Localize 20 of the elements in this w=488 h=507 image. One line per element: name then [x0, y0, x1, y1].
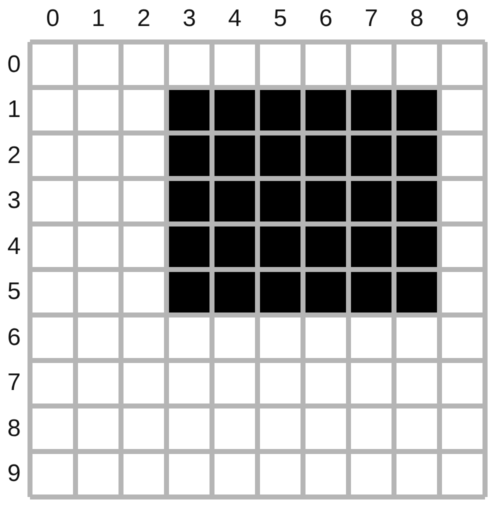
- column-number: 1: [90, 6, 106, 32]
- column-number: 8: [409, 6, 424, 32]
- column-number: 3: [182, 6, 197, 32]
- row-number: 4: [6, 234, 22, 260]
- row-number: 6: [6, 324, 22, 351]
- row-number: 5: [6, 279, 22, 306]
- row-number: 9: [6, 461, 22, 488]
- row-number: 3: [6, 188, 22, 214]
- column-number: 6: [318, 6, 334, 32]
- column-number: 7: [364, 6, 379, 32]
- column-number: 5: [272, 6, 288, 32]
- row-number: 1: [6, 97, 22, 124]
- row-number: 7: [6, 370, 22, 396]
- row-number: 0: [6, 52, 22, 78]
- column-number: 9: [454, 6, 470, 32]
- column-number: 4: [227, 6, 242, 32]
- row-number: 8: [6, 416, 22, 442]
- column-number: 2: [136, 6, 152, 32]
- row-number: 2: [6, 142, 22, 169]
- column-number: 0: [45, 6, 60, 32]
